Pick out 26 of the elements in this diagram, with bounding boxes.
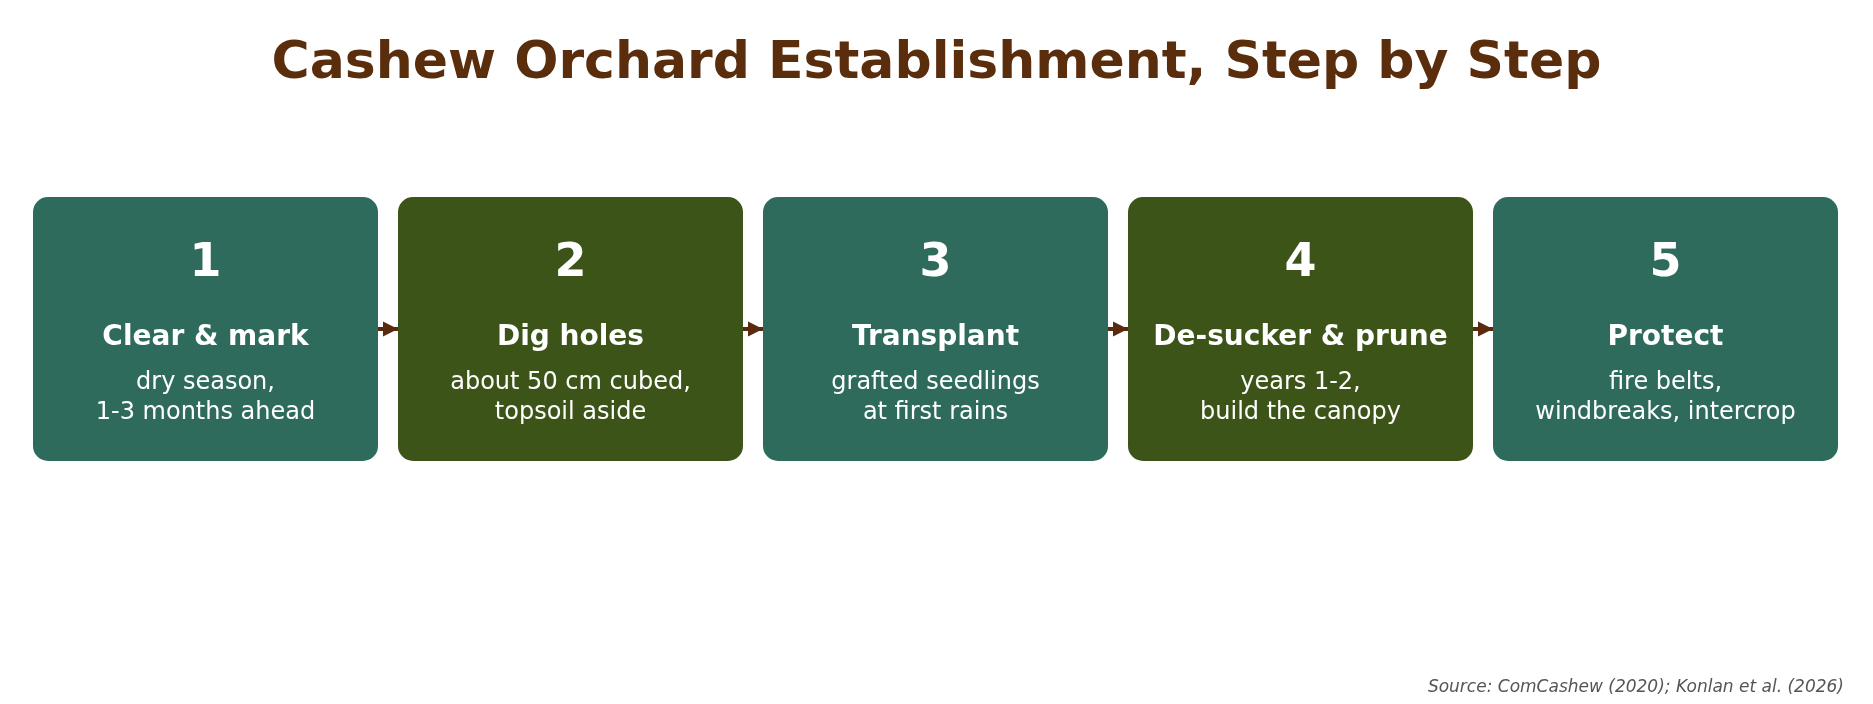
step-card xyxy=(763,197,1108,461)
source-note: Source: ComCashew (2020); Konlan et al. (2026) xyxy=(1427,675,1844,697)
step-number: 1 xyxy=(189,233,222,287)
step-title: Protect xyxy=(1607,319,1724,353)
step-title: De-sucker & prune xyxy=(1153,319,1448,353)
step-number: 5 xyxy=(1649,233,1682,287)
step-description: fire belts, windbreaks, intercrop xyxy=(1535,366,1796,426)
step-title: Transplant xyxy=(851,319,1020,353)
arrow xyxy=(1473,321,1493,337)
step-card xyxy=(1128,197,1473,461)
step-number: 4 xyxy=(1284,233,1317,287)
arrow xyxy=(743,321,763,337)
step-card xyxy=(1493,197,1838,461)
step-card xyxy=(33,197,378,461)
step-description: grafted seedlings at first rains xyxy=(830,366,1041,426)
step-number: 3 xyxy=(919,233,952,287)
step-card xyxy=(398,197,743,461)
diagram-title: Cashew Orchard Establishment, Step by Step xyxy=(271,29,1602,91)
step-title: Dig holes xyxy=(496,319,645,353)
arrow xyxy=(378,321,398,337)
step-number: 2 xyxy=(554,233,587,287)
step-description: about 50 cm cubed, topsoil aside xyxy=(450,366,691,426)
step-description: years 1-2, build the canopy xyxy=(1200,366,1401,426)
step-description: dry season, 1-3 months ahead xyxy=(95,366,316,426)
step-title: Clear & mark xyxy=(102,319,309,353)
arrow xyxy=(1108,321,1128,337)
